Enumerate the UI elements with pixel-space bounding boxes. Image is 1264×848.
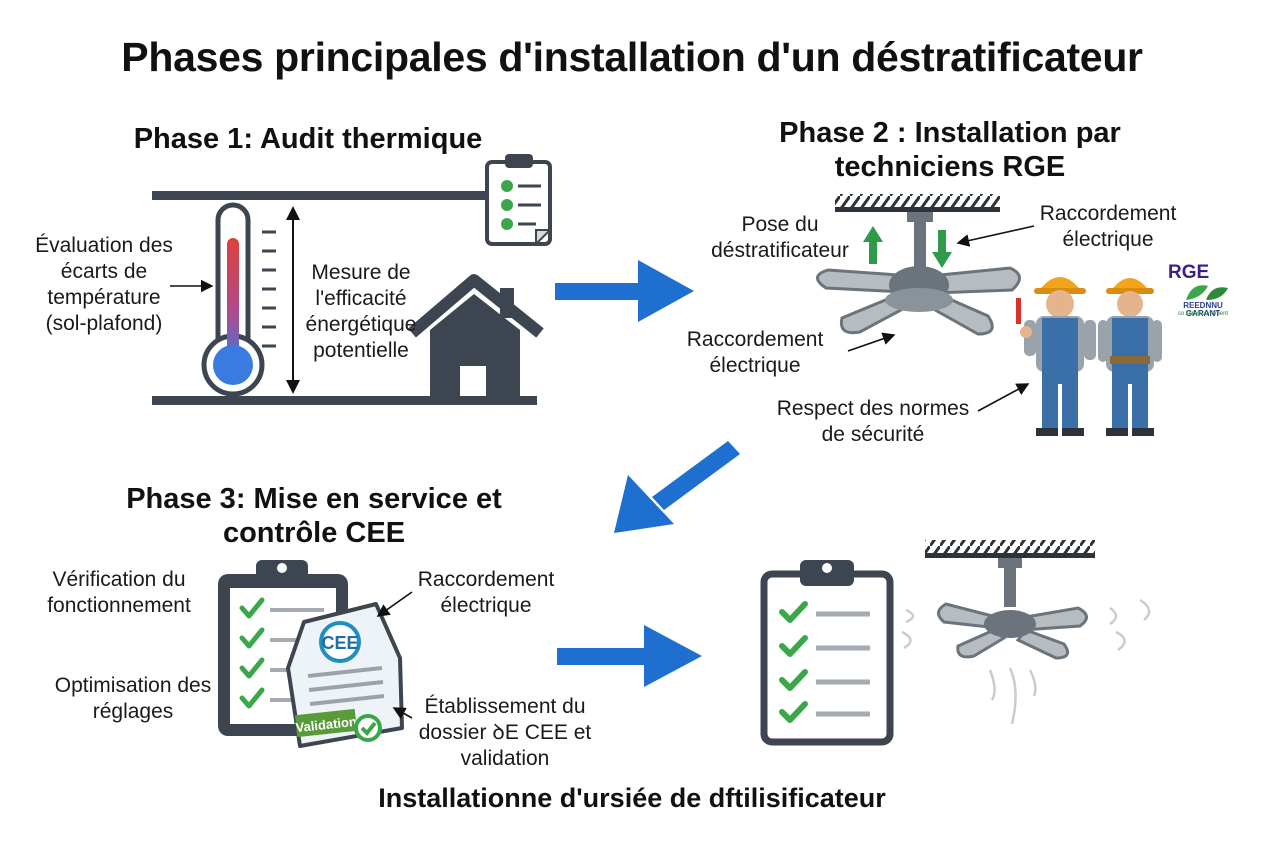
label-raccordement-top-line1: Raccordement <box>1039 202 1177 225</box>
phase2-heading-line1: Phase 2 : Installation par <box>779 117 1121 149</box>
label-raccordement-phase3-line2: électrique <box>440 594 532 617</box>
phase3-illustration: CEE Validation <box>218 560 413 748</box>
ceiling-hatch <box>925 540 1095 554</box>
label-normes-securite: Respect des normes de sécurité <box>768 396 978 448</box>
label-raccordement-phase3: Raccordement électrique <box>406 567 566 619</box>
clipboard-icon <box>485 154 553 247</box>
phase2-heading: Phase 2 : Installation par techniciens R… <box>760 116 1140 184</box>
label-dossier-cee: Établissement du dossier ꝺE CEE et valid… <box>412 694 598 772</box>
label-pose-line2: déstratificateur <box>711 239 849 262</box>
phase1-heading: Phase 1: Audit thermique <box>133 123 483 155</box>
label-normes-line2: de sécurité <box>821 423 925 446</box>
flow-arrow-1-to-2 <box>555 260 694 322</box>
technician-icon <box>1098 278 1162 436</box>
label-raccordement-top-line2: électrique <box>1062 228 1154 251</box>
phase3-heading: Phase 3: Mise en service et contrôle CEE <box>104 482 524 550</box>
rge-logo: RGE REEDNNU GARANT so l'environnement <box>1166 262 1240 322</box>
label-normes-line1: Respect des normes <box>776 397 970 420</box>
height-measure-arrow <box>286 206 300 394</box>
label-optimisation-line1: Optimisation des <box>54 674 212 697</box>
rge-logo-subtitle: REEDNNU GARANT <box>1183 301 1223 318</box>
cee-document-icon: CEE Validation <box>286 602 404 748</box>
label-pose-line1: Pose du <box>741 213 819 236</box>
validation-stamp: Validation <box>295 714 358 735</box>
final-illustration <box>760 540 1151 746</box>
rge-logo-subtitle-2: so l'environnement <box>1177 311 1229 317</box>
phase2-heading-line2: techniciens RGE <box>834 151 1066 183</box>
running-fan-icon <box>937 558 1088 660</box>
label-verification-line1: Vérification du <box>52 568 186 591</box>
label-verification-line2: fonctionnement <box>47 594 191 617</box>
label-raccordement-mid-line2: électrique <box>709 354 801 377</box>
leaf-icon <box>1186 285 1228 300</box>
label-dossier-line3: validation <box>460 747 550 770</box>
label-optimisation-line2: réglages <box>92 700 174 723</box>
label-dossier-line2: dossier ꝺE CEE et <box>418 721 592 744</box>
label-pose-destratificateur: Pose du déstratificateur <box>700 212 860 264</box>
label-ecarts-temperature: Évaluation des écarts de température (so… <box>35 234 173 335</box>
phase3-heading-line2: contrôle CEE <box>222 517 406 549</box>
ceiling-fan-icon <box>816 212 1021 336</box>
house-icon <box>408 274 544 396</box>
flow-arrow-2-to-3 <box>614 441 740 533</box>
ceiling-line <box>152 191 487 200</box>
phase2-illustration <box>816 194 1162 436</box>
rge-logo-title: RGE <box>1168 262 1210 283</box>
label-verification-fonctionnement: Vérification du fonctionnement <box>36 567 202 619</box>
label-raccordement-mid: Raccordement électrique <box>680 327 830 379</box>
technician-icon <box>1016 277 1096 436</box>
label-optimisation-reglages: Optimisation des réglages <box>40 673 226 725</box>
label-dossier-line1: Établissement du <box>424 695 586 718</box>
airflow-lines <box>901 598 1151 725</box>
down-arrow-icon <box>932 230 952 268</box>
final-clipboard-icon <box>760 560 894 746</box>
footer-caption: Installationne d'ursiée de dftilisificat… <box>378 783 886 813</box>
page-title: Phases principales d'installation d'un d… <box>121 34 1143 80</box>
cee-badge: CEE <box>321 633 358 653</box>
phase1-illustration <box>152 154 553 405</box>
label-raccordement-phase3-line1: Raccordement <box>417 568 555 591</box>
up-arrow-icon <box>863 226 883 264</box>
thermometer-icon <box>201 202 276 397</box>
floor-line <box>152 396 537 405</box>
label-mesure-efficacite: Mesure de l'efficacité énergétique poten… <box>305 261 417 362</box>
flow-arrow-3-to-final <box>557 625 702 687</box>
ceiling-hatch <box>835 194 1000 212</box>
label-raccordement-mid-line1: Raccordement <box>686 328 824 351</box>
phase3-heading-line1: Phase 3: Mise en service et <box>126 483 502 515</box>
label-raccordement-top: Raccordement électrique <box>1028 201 1188 253</box>
